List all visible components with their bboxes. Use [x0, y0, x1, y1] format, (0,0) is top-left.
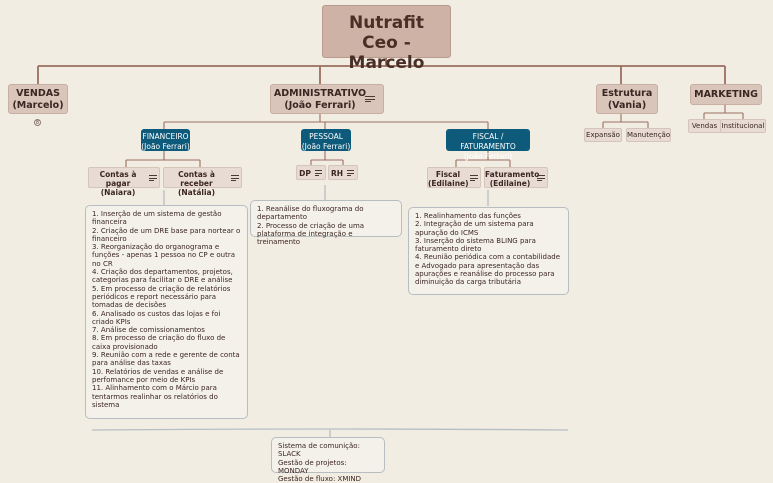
notes-icon [365, 96, 375, 104]
faturamento-title: Faturamento [485, 170, 540, 179]
faturamento-node[interactable]: Faturamento (Edilaine) [484, 167, 548, 188]
pessoal-title: PESSOAL [309, 132, 343, 141]
administrativo-owner: (João Ferrari) [284, 100, 356, 111]
marketing-institucional-node[interactable]: Institucional [720, 119, 766, 133]
fiscal-faturamento-node[interactable]: FISCAL / FATURAMENTO (João Ferrari) [446, 129, 530, 161]
vendas-title: VENDAS [16, 88, 60, 99]
administrativo-title: ADMINISTRATIVO [273, 88, 367, 99]
rh-node[interactable]: RH [328, 165, 358, 180]
manutencao-node[interactable]: Manutenção [626, 128, 671, 142]
vendas-owner: (Marcelo) [12, 100, 64, 111]
pessoal-notes: 1. Reanálise do fluxograma do departamen… [250, 200, 402, 246]
rh-label: RH [330, 169, 344, 178]
fiscal-faturamento-owner: (João Ferrari) [463, 152, 513, 161]
marketing-vendas-node[interactable]: Vendas [688, 119, 721, 133]
root-title: Nutrafit [348, 13, 425, 33]
estrutura-title: Estrutura [601, 88, 653, 99]
estrutura-owner: (Vania) [607, 100, 647, 111]
dp-node[interactable]: DP [296, 165, 326, 180]
root-subtitle: Ceo - Marcelo [348, 33, 425, 73]
systems-notes: Sistema de comunição: SLACK Gestão de pr… [271, 437, 385, 483]
notes-icon [315, 170, 322, 178]
notes-icon [231, 175, 239, 183]
faturamento-owner: (Edilaine) [489, 179, 531, 188]
collapsed-count-badge[interactable]: 8 [34, 119, 41, 126]
notes-icon [470, 175, 478, 183]
contas-a-pagar-owner: (Naiara) [100, 188, 136, 197]
contas-a-receber-owner: (Natália) [177, 188, 216, 197]
notes-icon [149, 175, 157, 183]
expansao-node[interactable]: Expansão [584, 128, 622, 142]
fiscal-faturamento-title: FISCAL / FATURAMENTO [460, 132, 516, 151]
fiscal-owner: (Edilaine) [428, 179, 469, 188]
fiscal-notes: 1. Realinhamento das funções 2. Integraç… [408, 207, 569, 295]
root-node[interactable]: Nutrafit Ceo - Marcelo [322, 5, 451, 73]
marketing-node[interactable]: MARKETING [690, 84, 762, 105]
financeiro-notes: 1. Inserção de um sistema de gestão fina… [85, 205, 248, 419]
contas-a-receber-title: Contas à receber [178, 170, 215, 188]
notes-icon [537, 175, 545, 183]
dp-label: DP [299, 169, 311, 178]
contas-a-pagar-title: Contas à pagar [99, 170, 137, 188]
fiscal-title: Fiscal [435, 170, 461, 179]
contas-a-receber-node[interactable]: Contas à receber (Natália) [163, 167, 242, 197]
pessoal-node[interactable]: PESSOAL (João Ferrari) [301, 129, 351, 151]
fiscal-node[interactable]: Fiscal (Edilaine) [427, 167, 481, 188]
estrutura-node[interactable]: Estrutura (Vania) [596, 84, 658, 114]
administrativo-node[interactable]: ADMINISTRATIVO (João Ferrari) [270, 84, 384, 114]
financeiro-node[interactable]: FINANCEIRO (João Ferrari) [141, 129, 190, 151]
pessoal-owner: (João Ferrari) [301, 142, 351, 151]
financeiro-owner: (João Ferrari) [141, 142, 190, 151]
vendas-node[interactable]: VENDAS (Marcelo) [8, 84, 68, 114]
financeiro-title: FINANCEIRO [142, 132, 189, 141]
notes-icon [347, 170, 354, 178]
contas-a-pagar-node[interactable]: Contas à pagar (Naiara) [88, 167, 160, 197]
